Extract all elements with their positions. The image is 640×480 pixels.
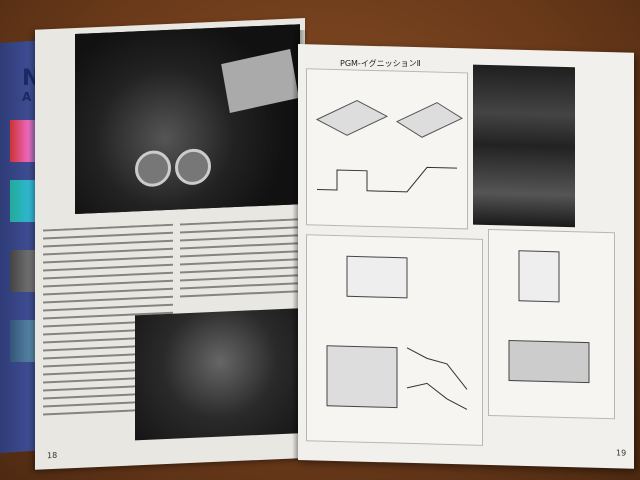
wiring-diagram: [488, 228, 615, 420]
ignition-diagram: [306, 68, 468, 230]
parts-photo: [135, 308, 305, 441]
engine-photo: [75, 24, 300, 215]
coil-photo: [473, 64, 575, 228]
left-page-number: 18: [47, 450, 58, 461]
engine-throttle-body: [175, 148, 211, 186]
left-page: 18: [35, 18, 305, 470]
ignition-diagram-drawing: [315, 99, 464, 193]
right-page: 19: [298, 44, 634, 469]
system-diagram: [306, 234, 483, 446]
engine-throttle-body: [135, 149, 171, 188]
system-diagram-drawing: [326, 255, 468, 410]
left-text-column-2: [180, 218, 300, 313]
engine-cover: [221, 48, 299, 113]
wiring-diagram-drawing: [508, 250, 590, 384]
section-title: PGM-イグニッションⅡ: [340, 59, 421, 68]
right-page-number: 19: [616, 448, 627, 458]
